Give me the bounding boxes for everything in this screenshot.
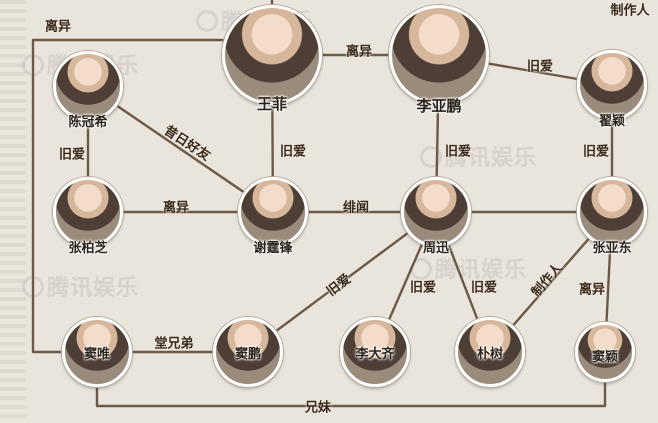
avatar: [389, 5, 489, 105]
person-node-droupeng: 窦鹏: [213, 317, 283, 387]
relation-label: 堂兄弟: [154, 336, 194, 352]
avatar: [62, 317, 132, 387]
avatar: [53, 51, 123, 121]
person-name: 张亚东: [592, 241, 632, 256]
person-name: 谢霆锋: [253, 241, 293, 256]
watermark: 腾讯娱乐: [420, 140, 537, 172]
person-name: 窦颖: [591, 350, 619, 365]
watermark-logo-icon: [196, 10, 218, 32]
person-node-pushu: 朴树: [455, 317, 525, 387]
person-node-liyapeng: 李亚鹏: [389, 5, 489, 115]
person-node-zhangyadong: 张亚东: [577, 177, 647, 256]
relation-label: 旧爱: [444, 144, 472, 160]
edge-chenguanxi-xietingfeng: [86, 84, 275, 214]
person-name: 窦唯: [83, 347, 111, 362]
person-name: 李亚鹏: [416, 97, 462, 115]
person-node-xietingfeng: 谢霆锋: [238, 177, 308, 256]
relation-label: 制作人: [610, 3, 650, 19]
person-name: 朴树: [476, 347, 504, 362]
edge-zhouxun-droupeng: [246, 210, 438, 354]
avatar: [577, 177, 647, 247]
relation-label: 兄妹: [304, 400, 332, 416]
relation-label: 旧爱: [582, 144, 610, 160]
person-name: 张柏芝: [68, 241, 108, 256]
relation-label: 旧爱: [526, 59, 554, 75]
avatar: [222, 5, 322, 105]
person-node-douying: 窦颖: [575, 322, 635, 382]
relation-label: 旧爱: [279, 144, 307, 160]
avatar: [213, 317, 283, 387]
avatar: [340, 317, 410, 387]
person-node-chenguanxi: 陈冠希: [53, 51, 123, 130]
avatar: [401, 177, 471, 247]
torn-paper-edge: [0, 0, 26, 423]
avatar: [575, 322, 635, 382]
person-name: 李大齐: [355, 347, 395, 362]
avatar: [577, 50, 647, 120]
relation-label: 离异: [345, 44, 373, 60]
person-name: 窦鹏: [234, 347, 262, 362]
relation-label: 离异: [162, 200, 190, 216]
watermark-logo-icon: [420, 146, 442, 168]
avatar: [238, 177, 308, 247]
person-node-zhangbozhi: 张柏芝: [53, 177, 123, 256]
relation-label: 旧爱: [58, 147, 86, 163]
relation-label: 离异: [578, 282, 606, 298]
person-node-zhaiying: 翟颖: [577, 50, 647, 129]
avatar: [455, 317, 525, 387]
person-node-zhouxun: 周迅: [401, 177, 471, 256]
person-node-wangfei: 王菲: [222, 5, 322, 113]
relation-label: 离异: [44, 19, 72, 35]
person-node-lidaqi: 李大齐: [340, 317, 410, 387]
person-name: 王菲: [256, 95, 288, 113]
person-name: 翟颖: [598, 114, 626, 129]
relation-label: 旧爱: [470, 280, 498, 296]
relation-label: 绯闻: [342, 200, 370, 216]
relation-label: 旧爱: [409, 280, 437, 296]
person-name: 周迅: [422, 241, 450, 256]
person-name: 陈冠希: [68, 115, 108, 130]
person-node-douwei: 窦唯: [62, 317, 132, 387]
avatar: [53, 177, 123, 247]
